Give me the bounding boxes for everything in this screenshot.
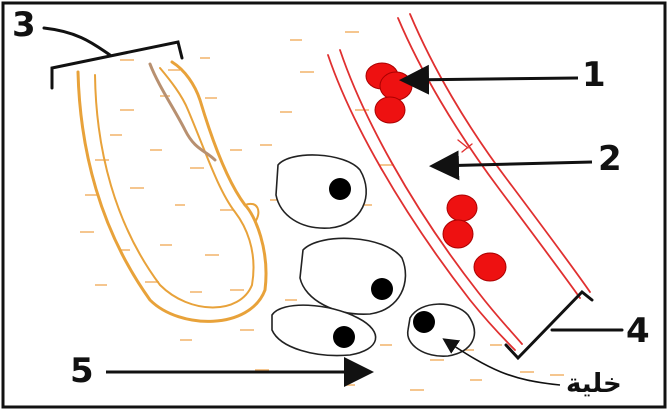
bracket-4 [504,289,624,361]
red-blood-cell [446,194,478,222]
red-blood-cell [379,71,413,101]
arrow-1 [399,64,579,95]
nucleus [371,278,393,300]
blood-vessel [327,13,591,351]
red-blood-cell [473,252,507,282]
gland-tubule [76,60,268,323]
label-1: 1 [582,55,606,95]
nucleus [413,311,435,333]
nucleus [333,326,355,348]
pointer-arrows [106,64,593,387]
red-blood-cell [442,219,474,249]
arrow-cell [442,338,561,386]
label-2: 2 [598,139,622,179]
cell-body [275,154,367,229]
label-3: 3 [12,5,36,45]
arrow-2 [429,150,593,181]
label-cell: خلية [566,369,622,399]
label-4: 4 [626,311,650,351]
cell-nuclei [329,178,435,348]
nucleus [329,178,351,200]
bracket-3 [42,26,184,90]
red-blood-cell [374,96,406,124]
label-5: 5 [70,351,94,391]
